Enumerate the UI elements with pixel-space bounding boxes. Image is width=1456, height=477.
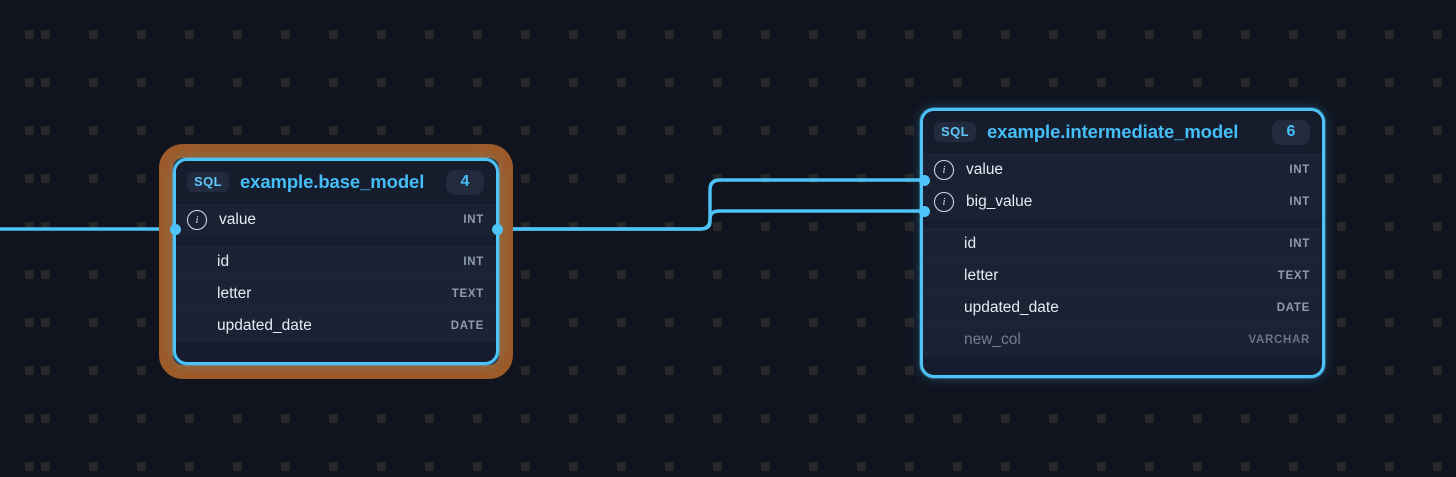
- table-row[interactable]: id INT: [176, 245, 496, 278]
- table-row[interactable]: id INT: [923, 227, 1322, 260]
- column-type: INT: [1289, 196, 1310, 209]
- table-row[interactable]: updated_date DATE: [923, 291, 1322, 324]
- column-type: TEXT: [1277, 270, 1310, 283]
- column-type: DATE: [450, 320, 484, 333]
- info-icon[interactable]: i: [934, 160, 954, 181]
- table-row[interactable]: updated_date DATE: [176, 309, 496, 342]
- column-type: TEXT: [451, 288, 484, 301]
- column-type: INT: [463, 256, 484, 269]
- sql-badge: SQL: [934, 122, 976, 143]
- column-name: value: [966, 161, 1004, 179]
- table-row[interactable]: letter TEXT: [176, 277, 496, 310]
- page-title: example.intermediate_model: [986, 121, 1239, 143]
- column-type: VARCHAR: [1248, 334, 1310, 347]
- column-list-base-model: i value INT id INT letter TEXT updated_d…: [176, 203, 496, 342]
- column-name: letter: [964, 267, 999, 285]
- column-type: DATE: [1276, 302, 1310, 315]
- table-row[interactable]: i value INT: [176, 203, 496, 236]
- node-selection-ring-base-model: [159, 144, 513, 379]
- node-header-intermediate-model[interactable]: SQL example.intermediate_model 6: [923, 111, 1322, 154]
- port-base-model-value-in[interactable]: [170, 224, 181, 235]
- node-base-model[interactable]: SQL example.base_model 4 i value INT id …: [173, 158, 499, 365]
- table-row[interactable]: letter TEXT: [923, 259, 1322, 292]
- column-name: updated_date: [217, 317, 312, 335]
- column-name: value: [219, 211, 257, 229]
- column-name: id: [217, 253, 230, 271]
- column-name: updated_date: [964, 299, 1059, 317]
- port-intermediate-big-value-in[interactable]: [919, 206, 930, 217]
- node-intermediate-model[interactable]: SQL example.intermediate_model 6 i value…: [920, 108, 1325, 378]
- table-row[interactable]: i big_value INT: [923, 185, 1322, 218]
- column-name: new_col: [964, 331, 1021, 349]
- table-row[interactable]: new_col VARCHAR: [923, 323, 1322, 356]
- info-icon[interactable]: i: [934, 192, 954, 213]
- column-name: big_value: [966, 193, 1033, 211]
- page-title: example.base_model: [239, 171, 425, 193]
- column-type: INT: [463, 214, 484, 227]
- column-count-badge: 6: [1272, 120, 1310, 145]
- column-count-badge: 4: [446, 170, 484, 195]
- node-header-base-model[interactable]: SQL example.base_model 4: [176, 161, 496, 204]
- column-name: letter: [217, 285, 252, 303]
- column-name: id: [964, 235, 977, 253]
- port-intermediate-value-in[interactable]: [919, 175, 930, 186]
- info-icon[interactable]: i: [187, 210, 207, 231]
- column-type: INT: [1289, 164, 1310, 177]
- sql-badge: SQL: [187, 172, 229, 193]
- column-type: INT: [1289, 238, 1310, 251]
- column-list-intermediate-model: i value INT i big_value INT id INT lette…: [923, 153, 1322, 356]
- table-row[interactable]: i value INT: [923, 153, 1322, 186]
- port-base-model-value-out[interactable]: [492, 224, 503, 235]
